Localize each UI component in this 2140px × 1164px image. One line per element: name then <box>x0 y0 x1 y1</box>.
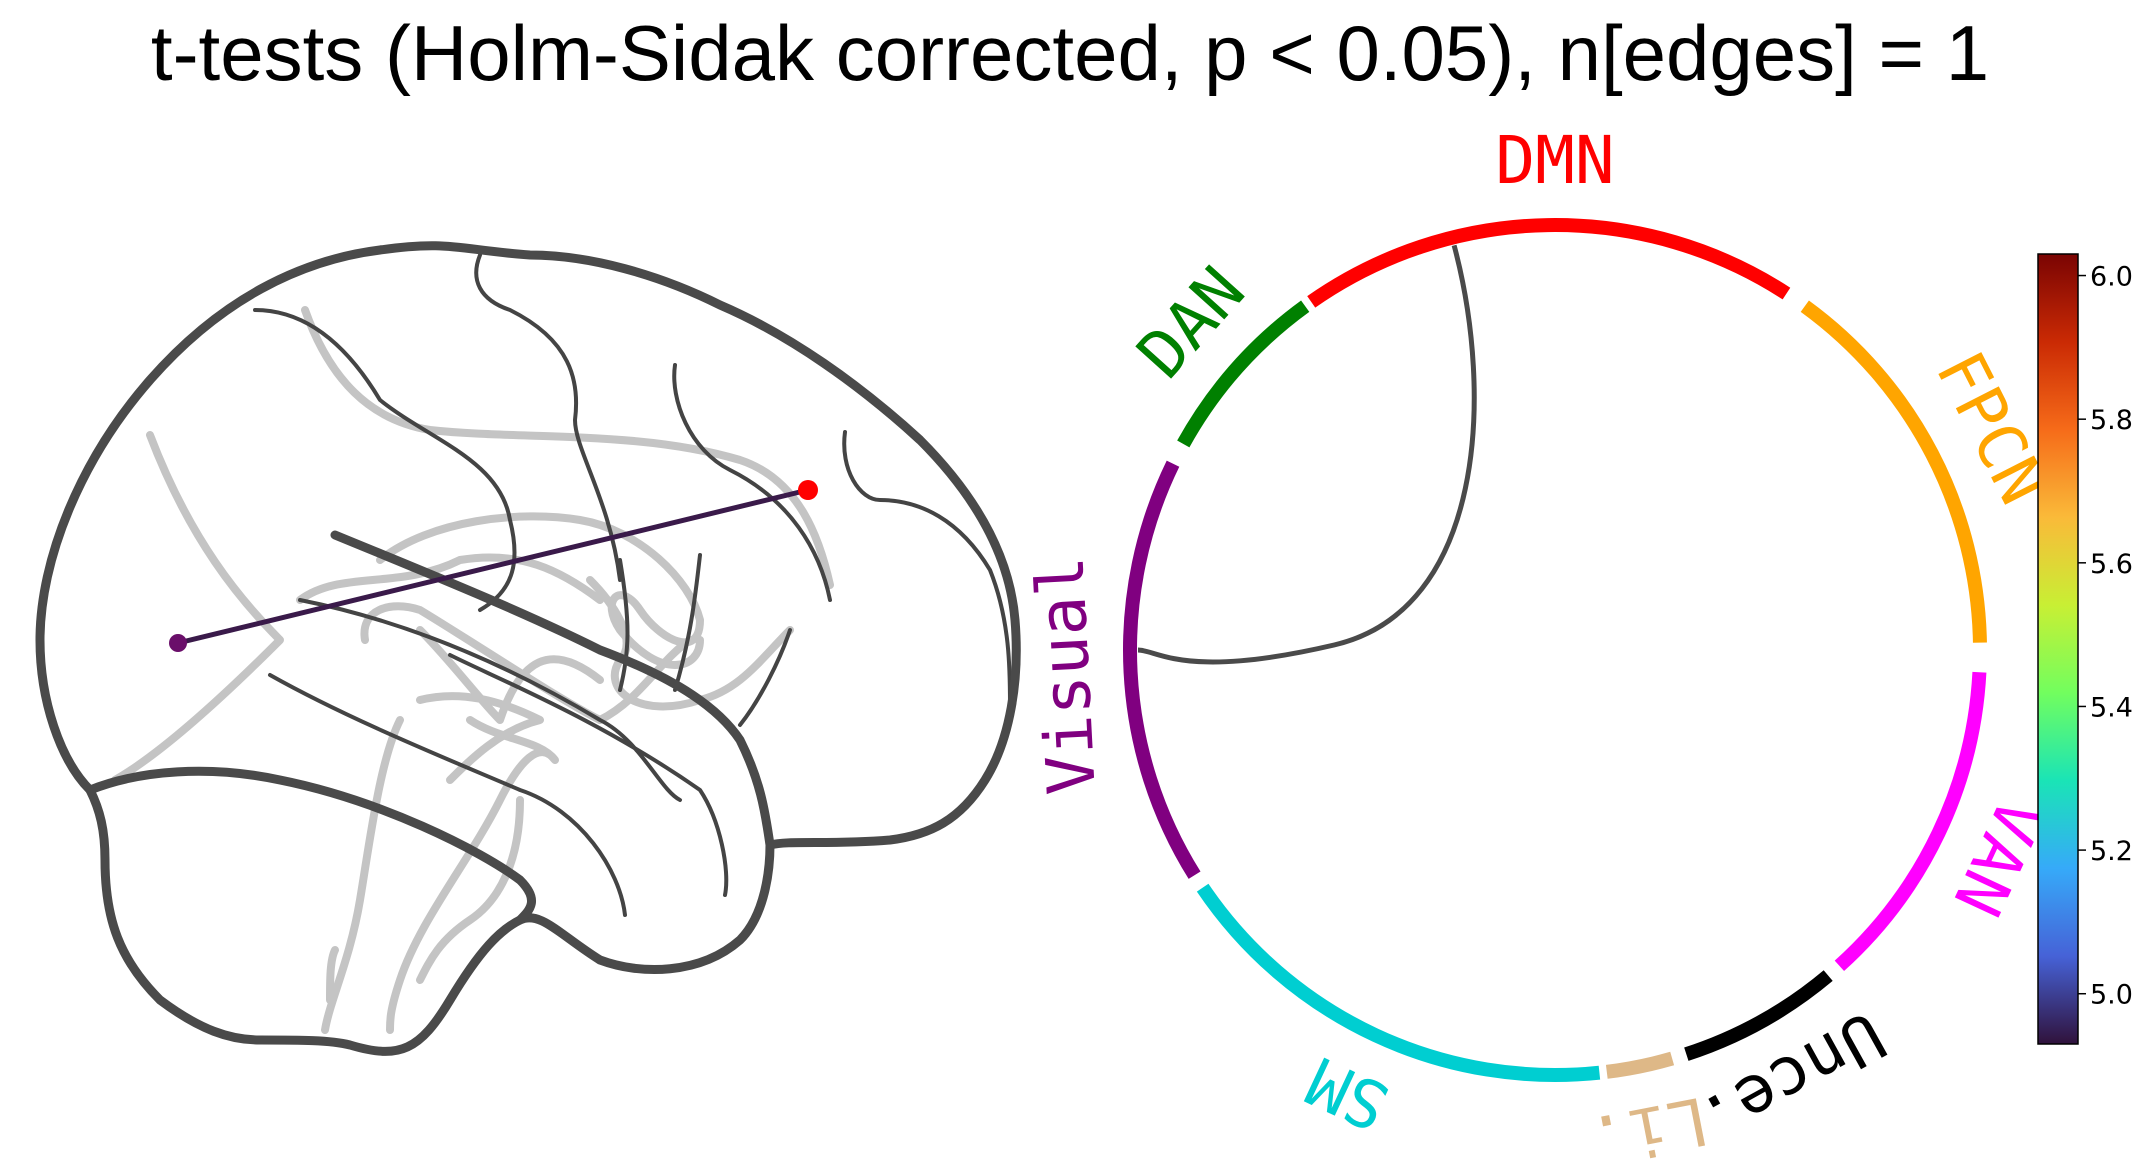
network-label-sm: SM <box>1296 1042 1401 1145</box>
posterior-node <box>169 634 187 652</box>
brain-inner-contours <box>111 306 834 1034</box>
network-label-li: Li. <box>1583 1081 1715 1164</box>
network-label-dmn: DMN <box>1495 122 1614 199</box>
network-arc-visual <box>1123 460 1201 879</box>
network-arc-li <box>1605 1051 1675 1079</box>
colorbar-gradient <box>2037 253 2079 1045</box>
brain-outline <box>35 241 1021 1056</box>
network-arc-sm <box>1196 883 1601 1082</box>
connectogram-edge <box>1137 244 1477 665</box>
colorbar-tick-label: 6.0 <box>2090 262 2133 293</box>
glass-brain <box>35 241 1021 1056</box>
figure-title: t-tests (Holm-Sidak corrected, p < 0.05)… <box>150 9 1990 97</box>
colorbar-tick-label: 5.6 <box>2090 549 2133 580</box>
colorbar: 5.0 5.2 5.4 5.6 5.8 6.0 <box>2037 253 2133 1045</box>
brain-sulci <box>253 253 1012 917</box>
network-arc-van <box>1834 671 1987 972</box>
colorbar-tick-label: 5.8 <box>2090 405 2133 436</box>
colorbar-tick-label: 5.2 <box>2090 836 2133 867</box>
network-label-unce: Unce. <box>1687 996 1898 1160</box>
network-arc-dan <box>1177 300 1310 448</box>
glass-brain-edge <box>177 487 809 646</box>
anterior-node <box>798 480 818 500</box>
colorbar-tick-label: 5.0 <box>2090 980 2133 1011</box>
network-arc-unce <box>1684 970 1833 1061</box>
network-arc-fpcn <box>1800 300 1987 643</box>
colorbar-tick-label: 5.4 <box>2090 692 2133 723</box>
colorbar-ticks: 5.0 5.2 5.4 5.6 5.8 6.0 <box>2078 262 2133 1011</box>
network-arc-dmn <box>1307 218 1791 308</box>
network-label-visual: Visual <box>1022 555 1111 797</box>
